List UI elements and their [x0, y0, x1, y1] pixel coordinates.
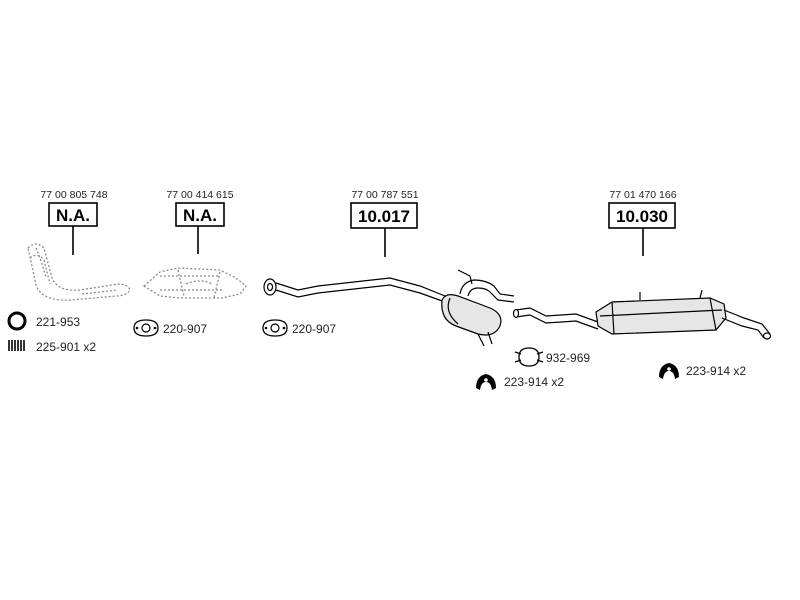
code-box[interactable] — [350, 202, 418, 229]
accessory-label: 223-914 x2 — [686, 364, 746, 378]
accessory-223-914-rear: 223-914 x2 — [659, 363, 746, 379]
part-number-label: 77 00 805 748 — [40, 189, 107, 201]
accessory-label: 220-907 — [163, 322, 207, 336]
code-box[interactable] — [175, 202, 225, 227]
front-pipe-shape — [27, 243, 131, 301]
code-box[interactable] — [608, 202, 676, 229]
accessory-label: 221-953 — [36, 315, 80, 329]
converter-shape — [142, 267, 247, 299]
part-number-label: 77 00 787 551 — [351, 189, 418, 201]
part-number-label: 77 01 470 166 — [609, 189, 676, 201]
accessory-220-907-a: 220-907 — [133, 319, 207, 337]
assembly-catalytic-converter: 77 00 414 615 N.A. — [142, 189, 247, 299]
accessory-932-969: 932-969 — [514, 347, 590, 367]
code-label: 10.017 — [358, 207, 410, 226]
part-number-label: 77 00 414 615 — [166, 189, 233, 201]
clamp-icon — [514, 347, 544, 367]
accessory-label: 225-901 x2 — [36, 340, 96, 354]
accessory-221-953: 221-953 — [7, 311, 80, 331]
accessory-label: 220-907 — [292, 322, 336, 336]
code-label: N.A. — [183, 206, 217, 225]
rear-silencer-shape — [512, 289, 772, 340]
rubber-mount-icon — [476, 374, 496, 390]
code-label: N.A. — [56, 206, 90, 225]
spring-icon — [8, 340, 25, 351]
accessory-label: 223-914 x2 — [504, 375, 564, 389]
flange-gasket-icon — [262, 319, 288, 337]
code-label: 10.030 — [616, 207, 668, 226]
ring-gasket-icon — [7, 311, 27, 331]
accessory-223-914-middle: 223-914 x2 — [476, 374, 564, 390]
assembly-rear-silencer: 77 01 470 166 10.030 — [512, 189, 772, 340]
assembly-front-pipe: 77 00 805 748 N.A. — [27, 189, 131, 301]
middle-silencer-shape — [263, 269, 515, 347]
accessory-225-901: 225-901 x2 — [8, 340, 96, 354]
flange-gasket-icon — [133, 319, 159, 337]
accessory-220-907-b: 220-907 — [262, 319, 336, 337]
rubber-mount-icon — [659, 363, 679, 379]
assembly-middle-silencer: 77 00 787 551 10.017 — [263, 189, 515, 347]
accessory-label: 932-969 — [546, 351, 590, 365]
